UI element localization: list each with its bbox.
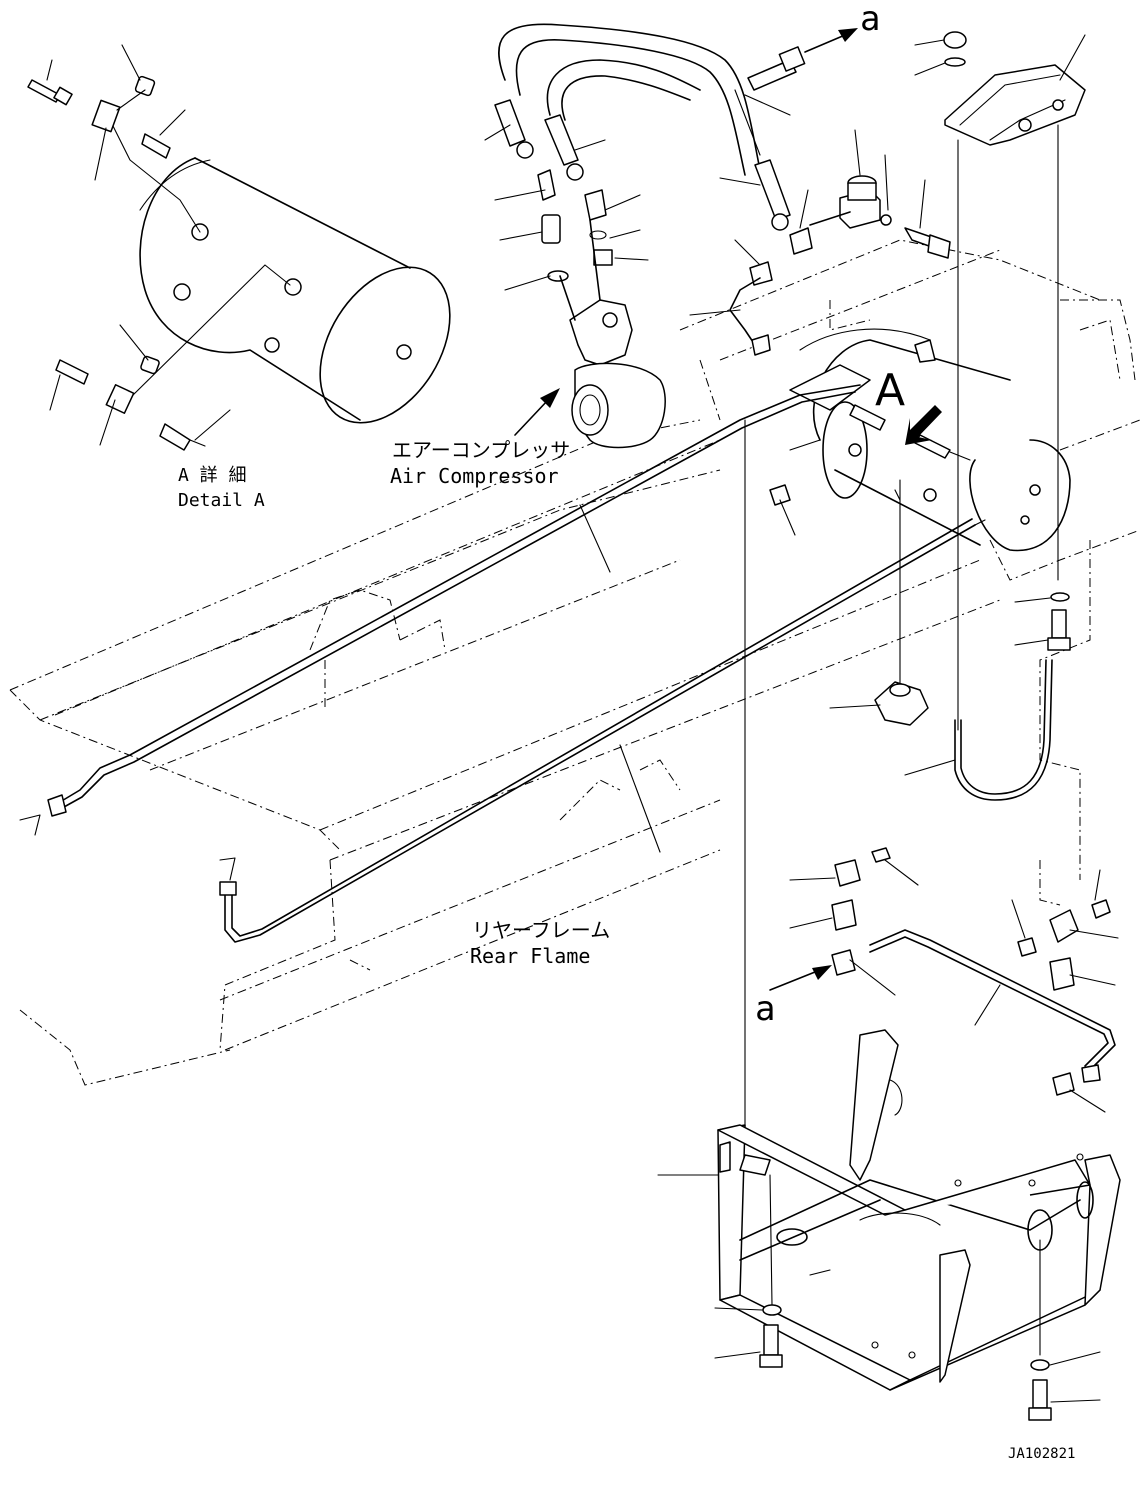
detail-a-label-jp: A 詳 細 [178,465,247,486]
detail-a-fittings-bottom [49,324,231,451]
air-tank [109,119,451,424]
arrow-icon [838,28,858,42]
arrow-icon [540,388,560,408]
tank-bracket [657,1029,1121,1391]
lower-valves: a [755,847,1119,1113]
ref-a-bottom-label: a [755,989,775,1029]
detail-a-label-en: Detail A [178,490,265,511]
air-hoses [484,23,791,231]
valve-bracket [689,129,951,356]
ref-a-top-label: a [860,0,880,39]
air-compressor [494,169,666,449]
arrow-icon [905,405,942,445]
mounted-air-tank [769,328,1071,552]
mounting-hardware [829,592,1071,801]
view-a-label: A [875,365,905,416]
ref-a-top-fitting: a [734,0,880,156]
arrow-icon [812,965,832,980]
rear-frame-label-jp: リヤーフレーム [472,918,610,942]
detail-a-fittings-top [27,44,186,181]
air-compressor-label-jp: エアーコンプレッサ [392,438,570,462]
air-pipes [19,384,986,943]
bottom-bolts [714,1304,1101,1421]
drawing-number: JA102821 [1008,1446,1075,1462]
tank-cover [744,31,1086,1141]
rear-frame-outline [9,239,1141,1086]
air-compressor-label-en: Air Compressor [390,464,559,488]
rear-frame-label-en: Rear Flame [470,944,590,968]
